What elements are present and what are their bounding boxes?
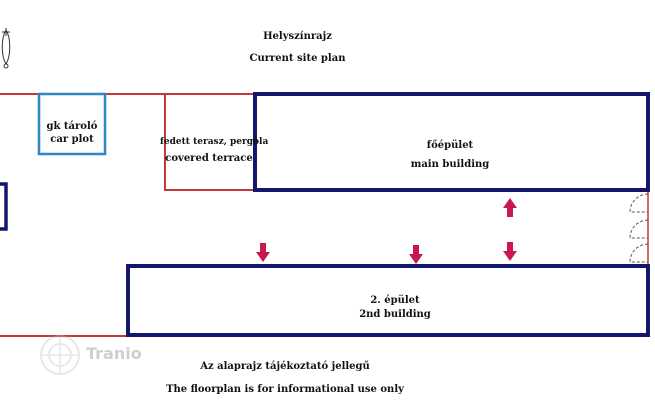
door-arc-icon	[629, 219, 649, 239]
watermark-text: Tranio	[86, 344, 142, 363]
second-building-label: 2. épület 2nd building	[330, 294, 460, 322]
disclaimer-hungarian: Az alaprajz tájékoztató jellegű	[200, 361, 370, 372]
plan-title: Helyszínrajz Current site plan	[0, 26, 595, 70]
main-building-label-en: main building	[410, 159, 490, 170]
car-plot-label-en: car plot	[50, 134, 94, 145]
title-hungarian: Helyszínrajz	[263, 31, 332, 42]
terrace-label-en: covered terrace	[165, 153, 253, 164]
door-arc-icon	[629, 243, 649, 263]
arrow-down-icon	[409, 245, 423, 264]
watermark-logo-icon	[40, 335, 80, 375]
title-english: Current site plan	[249, 53, 346, 64]
door-arc-icon	[629, 193, 649, 213]
plan-disclaimer: Az alaprajz tájékoztató jellegű The floo…	[0, 355, 570, 401]
car-plot-outline	[37, 92, 107, 156]
car-plot-label-hu: gk tároló	[46, 121, 98, 132]
arrow-down-icon	[256, 243, 270, 262]
arrow-down-icon	[503, 242, 517, 261]
compass-icon	[1, 28, 11, 69]
disclaimer-english: The floorplan is for informational use o…	[166, 384, 404, 395]
main-building-label-hu: főépület	[426, 140, 474, 151]
terrace-label: fedett terasz, pergola covered terrace	[160, 136, 269, 165]
terrace-label-hu: fedett terasz, pergola	[160, 137, 269, 147]
car-plot-label: gk tároló car plot	[39, 120, 105, 146]
left-structure	[0, 182, 8, 231]
terrace-outline	[164, 93, 255, 191]
second-building-outline	[126, 264, 650, 337]
second-building-label-en: 2nd building	[359, 309, 431, 320]
main-building-label: főépület main building	[380, 136, 520, 174]
arrow-up-icon	[503, 198, 517, 217]
second-building-label-hu: 2. épület	[370, 295, 420, 306]
main-building-outline	[253, 92, 650, 192]
